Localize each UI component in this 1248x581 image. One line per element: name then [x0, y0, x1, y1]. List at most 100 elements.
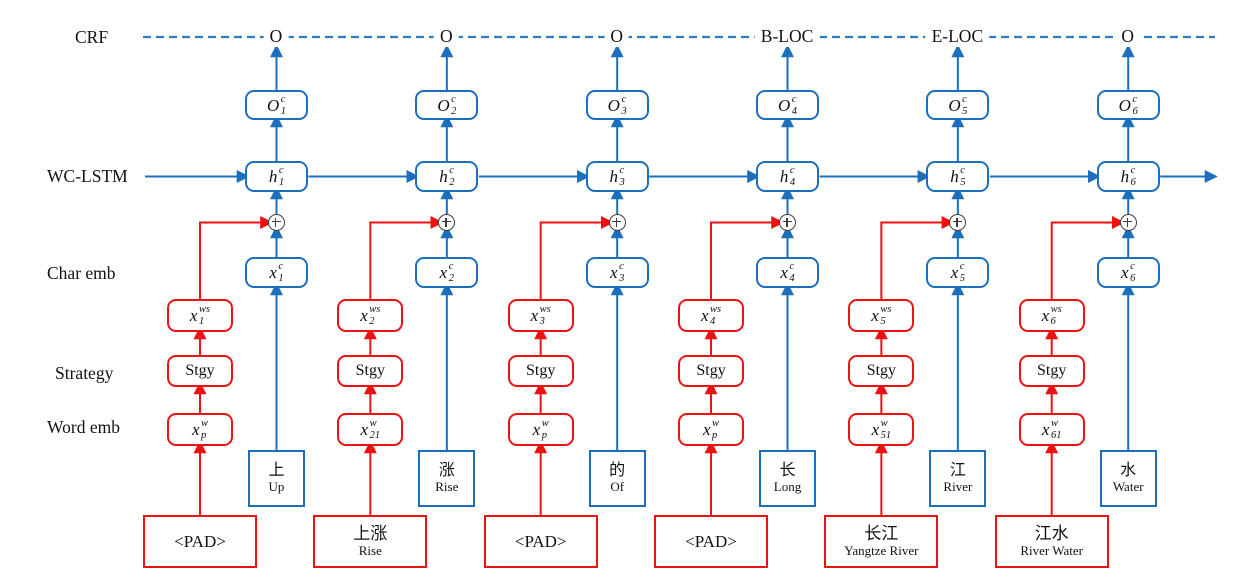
crf-tag: E-LOC: [925, 26, 990, 47]
strategy-box: Stgy: [167, 355, 233, 387]
crf-tag: O: [263, 26, 289, 47]
word-token-box: <PAD>: [143, 515, 257, 568]
char-token-zh: 长: [779, 461, 796, 479]
char-token-box: 涨 Rise: [418, 450, 476, 507]
char-token-en: River: [943, 479, 973, 495]
row-label-wc-lstm: WC-LSTM: [47, 166, 128, 186]
circled-plus-icon: [949, 214, 967, 231]
char-token-en: Rise: [435, 479, 459, 495]
strategy-box: Stgy: [507, 355, 574, 387]
circled-plus-icon: [608, 214, 626, 231]
row-label-strategy: Strategy: [55, 363, 114, 383]
word-token-zh: 长江: [864, 524, 899, 544]
char-token-en: Water: [1112, 479, 1144, 495]
char-token-box: 长 Long: [759, 450, 817, 507]
word-token-en: Yangtze River: [844, 542, 919, 558]
circled-plus-icon: [438, 214, 456, 231]
char-token-box: 水 Water: [1099, 450, 1157, 507]
strategy-box: Stgy: [848, 355, 915, 387]
char-token-zh: 涨: [438, 461, 455, 479]
word-token-zh: 江水: [1034, 524, 1069, 544]
strategy-box-label: Stgy: [696, 362, 726, 379]
char-token-zh: 江: [949, 461, 966, 479]
strategy-box-label: Stgy: [866, 362, 897, 379]
word-token-en: River Water: [1020, 542, 1083, 558]
word-token-zh: <PAD>: [174, 531, 226, 551]
word-token-en: Rise: [358, 542, 382, 558]
strategy-box-label: Stgy: [1037, 362, 1067, 379]
circled-plus-icon: [268, 214, 285, 231]
row-label-crf: CRF: [75, 27, 109, 47]
strategy-box-label: Stgy: [185, 362, 215, 379]
char-token-en: Of: [610, 479, 625, 495]
circled-plus-icon: [779, 214, 797, 231]
strategy-box-label: Stgy: [355, 362, 385, 379]
word-token-zh: <PAD>: [685, 531, 737, 551]
crf-tag: B-LOC: [754, 26, 820, 47]
row-label-char-emb: Char emb: [47, 263, 116, 283]
char-token-en: Long: [773, 479, 802, 495]
crf-tag: O: [434, 26, 459, 47]
word-token-box: <PAD>: [483, 515, 598, 568]
word-token-zh: 上涨: [353, 524, 388, 544]
strategy-box-label: Stgy: [526, 362, 556, 379]
word-token-box: 江水 River Water: [994, 515, 1109, 568]
row-label-word-emb: Word emb: [47, 417, 120, 437]
char-token-zh: 上: [268, 461, 285, 479]
word-token-zh: <PAD>: [514, 531, 567, 551]
crf-tag: O: [1115, 26, 1141, 47]
char-token-zh: 的: [609, 461, 626, 479]
char-token-en: Up: [268, 479, 285, 495]
